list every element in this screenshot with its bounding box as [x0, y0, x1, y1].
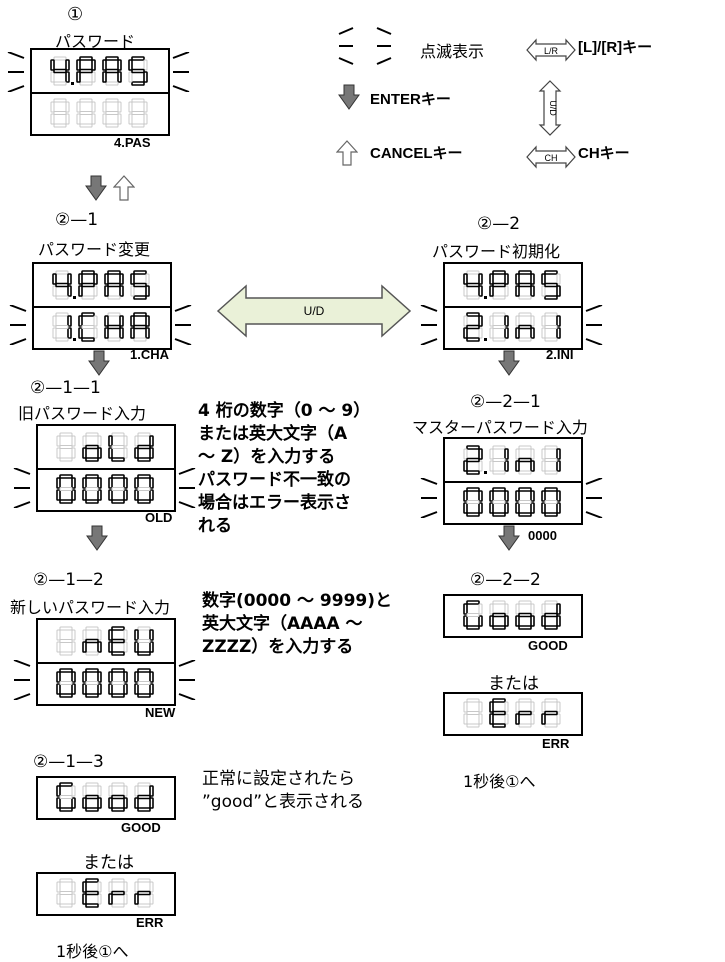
step2-1-2-caption: NEW — [145, 705, 176, 720]
step2-1-display — [32, 262, 172, 350]
lr-key-icon: L/R — [526, 38, 576, 62]
step2-1-blink-left-icon — [9, 305, 27, 345]
step2-1-3-good-display — [36, 776, 176, 820]
step2-1-1-blink-right-icon — [178, 468, 196, 508]
step2-2-display — [443, 262, 583, 350]
step2-1-3-err-caption: ERR — [136, 915, 164, 930]
step2-1-1-enter-arrow — [86, 525, 108, 551]
step2-1-3-after: 1秒後①へ — [56, 942, 129, 961]
step2-2-1-caption: 0000 — [528, 528, 557, 543]
step1-blink-right-icon — [172, 52, 190, 92]
step1-display — [30, 48, 170, 136]
step2-2-2-good-display — [443, 594, 583, 638]
step2-1-3-number: ②—1—3 — [33, 752, 104, 772]
step1-display-top — [32, 54, 168, 90]
step2-1-2-blink-right-icon — [178, 660, 196, 700]
step2-1-blink-right-icon — [174, 305, 192, 345]
step2-2-2-err-caption: ERR — [542, 736, 570, 751]
step2-2-blink-right-icon — [585, 305, 603, 345]
step2-2-2-good-caption: GOOD — [528, 638, 568, 653]
note-new-password: 数字(0000 ～ 9999)と英大文字（AAAA ～ZZZZ）を入力する — [202, 591, 393, 657]
step2-2-title: パスワード初期化 — [432, 242, 561, 261]
enter-arrow-icon — [338, 84, 360, 110]
step2-1-1-blink-left-icon — [13, 468, 31, 508]
step2-1-enter-arrow — [88, 350, 110, 376]
legend-ch-key-label: CHキー — [578, 145, 630, 162]
step2-2-caption: 2.INI — [546, 347, 574, 362]
step2-1-2-number: ②—1—2 — [33, 570, 104, 590]
step2-1-2-display — [36, 618, 176, 706]
ch-key-badge: CH — [545, 153, 558, 163]
step2-1-title: パスワード変更 — [38, 240, 151, 259]
step2-1-3-good-caption: GOOD — [121, 820, 161, 835]
ch-key-icon: CH — [526, 145, 576, 169]
step2-2-1-blink-right-icon — [585, 478, 603, 518]
step1-title: パスワード — [55, 32, 136, 51]
step2-1-2-blink-left-icon — [13, 660, 31, 700]
step2-2-2-after: 1秒後①へ — [463, 772, 536, 791]
step2-2-1-blink-left-icon — [420, 478, 438, 518]
ud-transition-label: U/D — [304, 304, 325, 318]
step1-enter-arrow — [85, 175, 107, 201]
step2-2-1-title: マスターパスワード入力 — [412, 418, 588, 437]
cancel-arrow-icon — [336, 140, 358, 166]
step1-number: ① — [67, 4, 84, 25]
step1-blink-left-icon — [7, 52, 25, 92]
ud-key-badge: U/D — [548, 100, 558, 116]
legend-enter-label: ENTERキー — [370, 91, 451, 108]
ud-transition-arrow: U/D — [216, 284, 412, 338]
step2-2-1-number: ②—2—1 — [470, 392, 541, 412]
step2-1-number: ②—1 — [55, 210, 99, 230]
step2-1-1-display — [36, 424, 176, 512]
step1-caption: 4.PAS — [114, 135, 151, 150]
step2-2-2-err-display — [443, 692, 583, 736]
step1-cancel-arrow — [113, 175, 135, 201]
legend-blink-label: 点滅表示 — [420, 42, 485, 61]
step2-2-number: ②—2 — [477, 214, 521, 234]
step2-1-1-number: ②—1—1 — [30, 378, 101, 398]
note-good: 正常に設定されたら”good”と表示される — [202, 769, 364, 812]
blink-icon — [338, 27, 392, 65]
step2-1-3-or: または — [83, 853, 134, 873]
note-old-password: 4 桁の数字（0 ～ 9）または英大文字（A～ Z）を入力する パスワード不一致… — [198, 401, 371, 536]
step2-2-1-display — [443, 437, 583, 525]
step2-2-2-number: ②—2—2 — [470, 570, 541, 590]
step2-2-blink-left-icon — [420, 305, 438, 345]
step2-1-2-title: 新しいパスワード入力 — [10, 598, 171, 617]
step2-1-caption: 1.CHA — [130, 347, 170, 362]
step2-1-3-err-display — [36, 872, 176, 916]
step2-2-2-or: または — [488, 674, 539, 694]
ud-key-icon: U/D — [538, 80, 562, 136]
step2-1-1-title: 旧パスワード入力 — [18, 404, 147, 423]
step2-2-1-enter-arrow — [498, 525, 520, 551]
legend-cancel-label: CANCELキー — [370, 145, 463, 162]
step2-2-enter-arrow — [498, 350, 520, 376]
step1-display-bottom — [32, 96, 168, 132]
step2-1-1-caption: OLD — [145, 510, 173, 525]
legend-lr-key-label: [L]/[R]キー — [578, 39, 653, 56]
lr-key-badge: L/R — [544, 46, 559, 56]
